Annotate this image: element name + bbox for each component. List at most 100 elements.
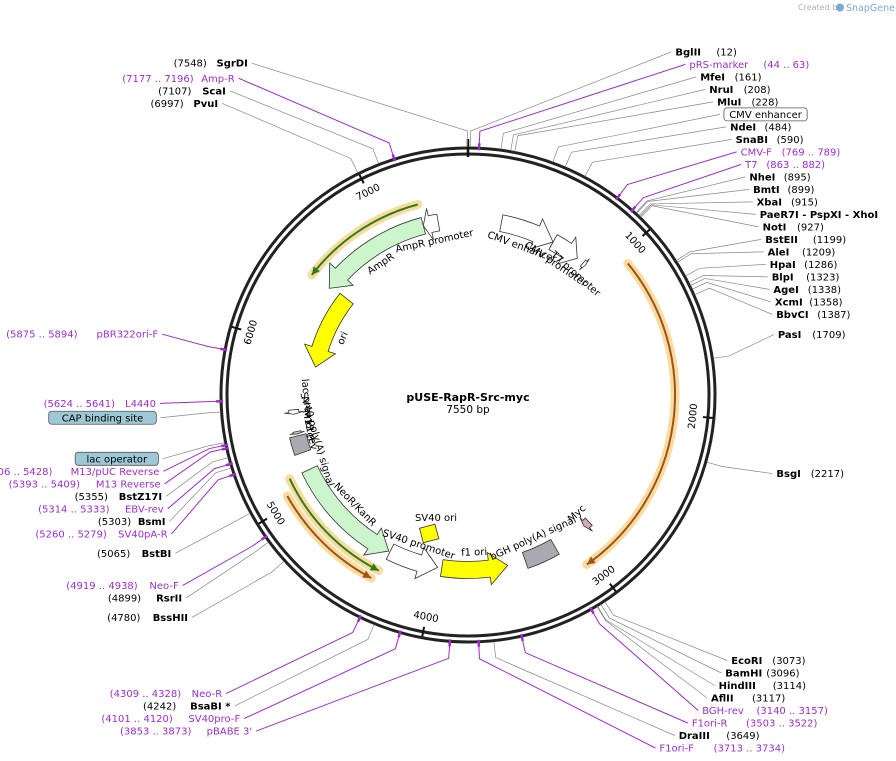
label-snabi-590[interactable]: SnaBI [736, 135, 768, 146]
label-xcmi-1358[interactable]: XcmI [775, 297, 803, 308]
label-bsteii-1199[interactable]: BstEII [765, 235, 798, 246]
label-rsrii-4899[interactable]: RsrII [156, 593, 182, 604]
tick-mark-6000 [231, 325, 242, 331]
label-m13-reverse-5401[interactable]: M13 Reverse [96, 479, 161, 490]
leader-neo-f-4928 [182, 536, 266, 586]
label-ndei-484[interactable]: NdeI [730, 122, 756, 133]
feature-sv40-ori-box[interactable] [418, 523, 440, 544]
feature-sv40-polya-l[interactable] [289, 433, 312, 456]
leader-agei-1338 [690, 278, 770, 290]
label-lac-operator-5430[interactable]: lac operator [86, 454, 147, 465]
label-sgrdi-7548[interactable]: SgrDI [217, 59, 248, 70]
label-hpai-1286[interactable]: HpaI [770, 260, 796, 271]
label-m13-puc-reverse-5417[interactable]: M13/pUC Reverse [71, 467, 160, 478]
label-cmv-f-779[interactable]: CMV-F [741, 147, 772, 158]
label-cap-binding-site-5580[interactable]: CAP binding site [62, 413, 144, 424]
label-nhei-895[interactable]: NheI [749, 172, 775, 183]
feature-cmv-prom[interactable] [548, 234, 578, 265]
label-pos-m13-puc-reverse-5417: (5406 .. 5428) [0, 467, 53, 478]
orf-neo-line [288, 478, 380, 572]
label-pos-hindiii-3114: (3114) [773, 681, 806, 692]
label-agei-1338[interactable]: AgeI [773, 285, 798, 296]
label-amp-r-7186[interactable]: Amp-R [201, 74, 235, 85]
label-cmv-enhancer-420[interactable]: CMV enhancer [729, 110, 803, 121]
label-bsmi-5303[interactable]: BsmI [138, 517, 166, 528]
feature-neor[interactable] [301, 465, 390, 556]
label-bamhi-3096[interactable]: BamHI [725, 669, 762, 680]
feature-m13rev-feat[interactable] [289, 430, 305, 435]
label-sv40pa-r-5269[interactable]: SV40pA-R [118, 529, 167, 540]
tick-label-2000: 2000 [687, 403, 700, 429]
leader-bmti-899 [636, 189, 750, 214]
label-t7-873[interactable]: T7 [744, 160, 757, 171]
label-f1ori-r-3512[interactable]: F1ori-R [692, 719, 728, 730]
label-bbvci-1387[interactable]: BbvCI [776, 310, 808, 321]
label-alei-1209[interactable]: AleI [768, 247, 790, 258]
label-scai-7107[interactable]: ScaI [202, 86, 226, 97]
feature-t7-prom[interactable] [579, 258, 590, 271]
leader-mlui-228 [514, 101, 714, 152]
label-pasi-1709[interactable]: PasI [778, 330, 801, 341]
label-neo-f-4928[interactable]: Neo-F [149, 581, 179, 592]
label-paer7i-pspxi-xhoi-921[interactable]: PaeR7I - PspXI - XhoI [760, 210, 878, 221]
leader-t7-873 [632, 163, 742, 210]
label-bgh-rev-3148[interactable]: BGH-rev [702, 706, 744, 717]
label-pbr322ori-f-5884[interactable]: pBR322ori-F [97, 330, 159, 341]
label-bstz17i-5355[interactable]: BstZ17I [119, 492, 162, 503]
label-bmti-899[interactable]: BmtI [753, 185, 780, 196]
label-hindiii-3114[interactable]: HindIII [719, 681, 756, 692]
label-pos-bsabi-4242: (4242) [143, 702, 176, 713]
label-blpi-1323[interactable]: BlpI [772, 272, 794, 283]
label-mlui-228[interactable]: MluI [717, 97, 741, 108]
label-l4440-5632[interactable]: L4440 [125, 399, 156, 410]
label-draiii-3649[interactable]: DraIII [679, 731, 710, 742]
label-pos-ndei-484: (484) [764, 122, 791, 133]
label-prs-marker-54[interactable]: pRS-marker [689, 60, 749, 71]
label-bstbi-5065[interactable]: BstBI [142, 549, 172, 560]
label-f1ori-f-3723[interactable]: F1ori-F [659, 744, 694, 755]
label-pbabe-3-3863[interactable]: pBABE 3' [207, 727, 253, 738]
label-sv40pro-f-4110[interactable]: SV40pro-F [188, 714, 240, 725]
label-pos-t7-873: (863 .. 882) [766, 160, 825, 171]
label-bglii-12[interactable]: BglII [675, 47, 701, 58]
label-ecori-3073[interactable]: EcoRI [731, 656, 762, 667]
leader-prs-marker-54 [478, 63, 686, 148]
orf-neo-outer-line [286, 495, 372, 579]
feature-ori[interactable] [303, 292, 354, 368]
label-noti-927[interactable]: NotI [763, 222, 787, 233]
feature-ampr-prom[interactable] [422, 208, 441, 241]
label-mfei-161[interactable]: MfeI [700, 72, 725, 83]
feature-f1-ori[interactable] [440, 551, 509, 586]
label-pos-bamhi-3096: (3096) [766, 669, 799, 680]
label-bsabi-4242[interactable]: BsaBI * [190, 702, 231, 713]
label-bsgi-2217[interactable]: BsgI [776, 469, 800, 480]
leader-cmv-f-779 [617, 151, 737, 198]
tick-mark-7000 [358, 173, 365, 184]
feature-cmv-enh[interactable] [499, 214, 554, 250]
feature-bgh-polya[interactable] [521, 538, 560, 569]
leader-rsrii-4899 [185, 541, 269, 599]
label-pos-m13-reverse-5401: (5393 .. 5409) [9, 479, 81, 490]
label-pvui-6997[interactable]: PvuI [193, 99, 218, 110]
label-pos-snabi-590: (590) [777, 135, 804, 146]
label-xbai-915[interactable]: XbaI [757, 197, 782, 208]
primer-mark-sv40pro-f-4110 [397, 630, 402, 638]
feature-sv40-prom[interactable] [385, 543, 439, 580]
primer-mark-amp-r-7186 [391, 154, 397, 162]
primer-mark-ebv-rev-5323 [225, 462, 234, 467]
feature-myc[interactable] [579, 516, 593, 532]
feature-ampr[interactable] [328, 217, 427, 289]
label-ebv-rev-5323[interactable]: EBV-rev [125, 504, 164, 515]
label-pos-bbvci-1387: (1387) [817, 310, 850, 321]
label-neo-r-4318[interactable]: Neo-R [192, 689, 223, 700]
primer-mark-m13-puc-reverse-5417 [220, 443, 229, 448]
leader-nrui-208 [510, 89, 706, 151]
label-aflii-3117[interactable]: AflII [711, 694, 734, 705]
leader-sv40pa-r-5269 [171, 474, 234, 535]
leader-xbai-915 [638, 201, 753, 216]
leader-hpai-1286 [685, 264, 766, 277]
label-bsshii-4780[interactable]: BssHII [153, 613, 188, 624]
feature-lac-prom[interactable] [284, 408, 304, 415]
label-nrui-208[interactable]: NruI [709, 85, 733, 96]
label-pos-ecori-3073: (3073) [772, 656, 805, 667]
